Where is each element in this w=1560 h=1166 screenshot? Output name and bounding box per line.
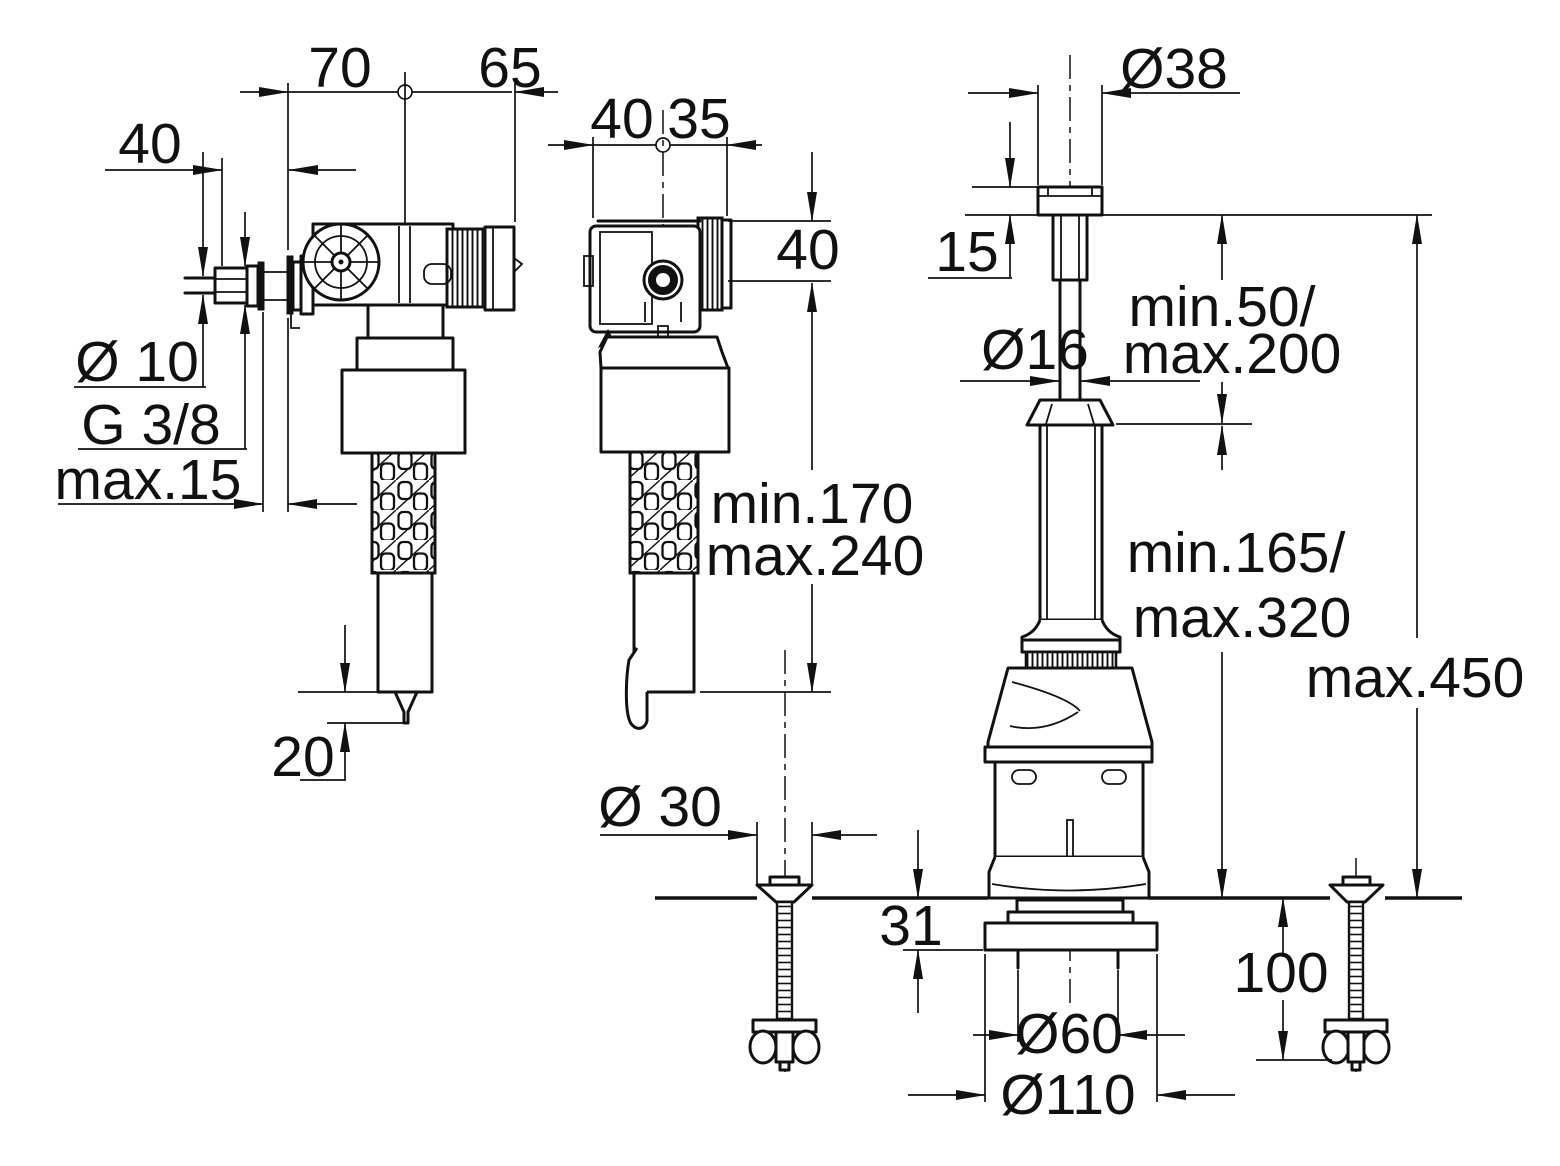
filter-mesh-side — [370, 451, 437, 575]
dim-dia16: Ø16 — [960, 318, 1200, 386]
side-view-filling-valve: 70 65 40 Ø 10 G 3/8 max.15 — [55, 36, 558, 789]
dim-max15: max.15 — [55, 312, 357, 512]
overall-max-label: max.450 — [1306, 646, 1525, 710]
dim-min165-max320: min.165/ max.320 — [1127, 425, 1352, 899]
flush-valve-body — [983, 423, 1159, 970]
flange-offset-label: 31 — [879, 894, 942, 958]
dim-40-inlet: 40 — [105, 112, 356, 266]
dim-40-front-label: 40 — [590, 87, 653, 151]
body-min-label: min.165/ — [1127, 521, 1346, 585]
dim-dia60: Ø60 — [973, 970, 1185, 1066]
inlet-connector — [183, 254, 315, 329]
clamp-hole-diameter-label: Ø 30 — [598, 775, 722, 839]
leader-pipe-thread: Ø 10 G 3/8 — [74, 152, 250, 457]
lock-ring — [1024, 650, 1118, 670]
right-clamp-screw — [1321, 858, 1391, 1072]
actuating-rod — [1051, 213, 1089, 405]
button-diameter-label: Ø38 — [1120, 37, 1228, 101]
wall-thickness-label: max.15 — [55, 448, 242, 512]
length-max-label: max.240 — [706, 524, 925, 588]
left-clamp-screw: Ø 30 — [598, 650, 877, 1072]
filter-mesh-front — [628, 450, 700, 575]
dim-35-front-label: 35 — [667, 87, 730, 151]
dim-dia38: Ø38 — [968, 37, 1240, 185]
clamp-height-label: 100 — [1233, 941, 1328, 1005]
pipe-diameter-label: Ø 10 — [75, 330, 199, 394]
rod-max-label: max.200 — [1123, 322, 1342, 386]
dim-40-35: 40 35 — [548, 87, 762, 300]
rod-diameter-label: Ø16 — [981, 318, 1089, 382]
nozzle-tip — [393, 690, 419, 725]
outlet-diameter-label: Ø60 — [1015, 1002, 1123, 1066]
rod-min-label: min.50/ — [1129, 275, 1316, 339]
dim-15-button: 15 — [928, 122, 1015, 284]
outlet-spout — [624, 647, 649, 730]
head-height-label: 40 — [776, 218, 839, 282]
dim-max450: max.450 — [1306, 214, 1525, 899]
dim-min50-max200: min.50/ max.200 — [1123, 214, 1342, 424]
adjuster-knob-front — [696, 216, 724, 312]
body-max-label: max.320 — [1133, 586, 1352, 650]
thread-size-label: G 3/8 — [81, 393, 220, 457]
dim-31-seat: 31 — [879, 830, 983, 1013]
dim-65-label: 65 — [478, 36, 541, 100]
flange-diameter-label: Ø110 — [1000, 1063, 1135, 1127]
dim-40-inlet-label: 40 — [118, 112, 181, 176]
rod-cone-cap — [1025, 398, 1252, 427]
button-height-label: 15 — [935, 220, 998, 284]
float-wheel — [301, 222, 381, 302]
base-flange — [983, 921, 1159, 952]
dim-min170-max240: min.170 max.240 — [700, 282, 925, 693]
length-min-label: min.170 — [711, 472, 914, 536]
push-button — [1036, 185, 1104, 217]
side-valve-body — [301, 222, 524, 725]
dim-70-65: 70 65 — [240, 36, 558, 250]
dim-dia110: Ø110 — [908, 954, 1235, 1127]
front-valve-body — [583, 216, 733, 730]
nozzle-length-label: 20 — [271, 725, 334, 789]
dim-100-clamp: 100 — [1233, 897, 1332, 1061]
dim-70-label: 70 — [308, 36, 371, 100]
dim-40-height: 40 — [728, 152, 840, 282]
dim-20-nozzle: 20 — [271, 625, 404, 789]
front-view-filling-valve: 40 35 40 — [548, 87, 925, 730]
adjuster-knob — [445, 227, 487, 309]
flush-valve-assembly: Ø38 15 Ø16 — [598, 37, 1524, 1127]
